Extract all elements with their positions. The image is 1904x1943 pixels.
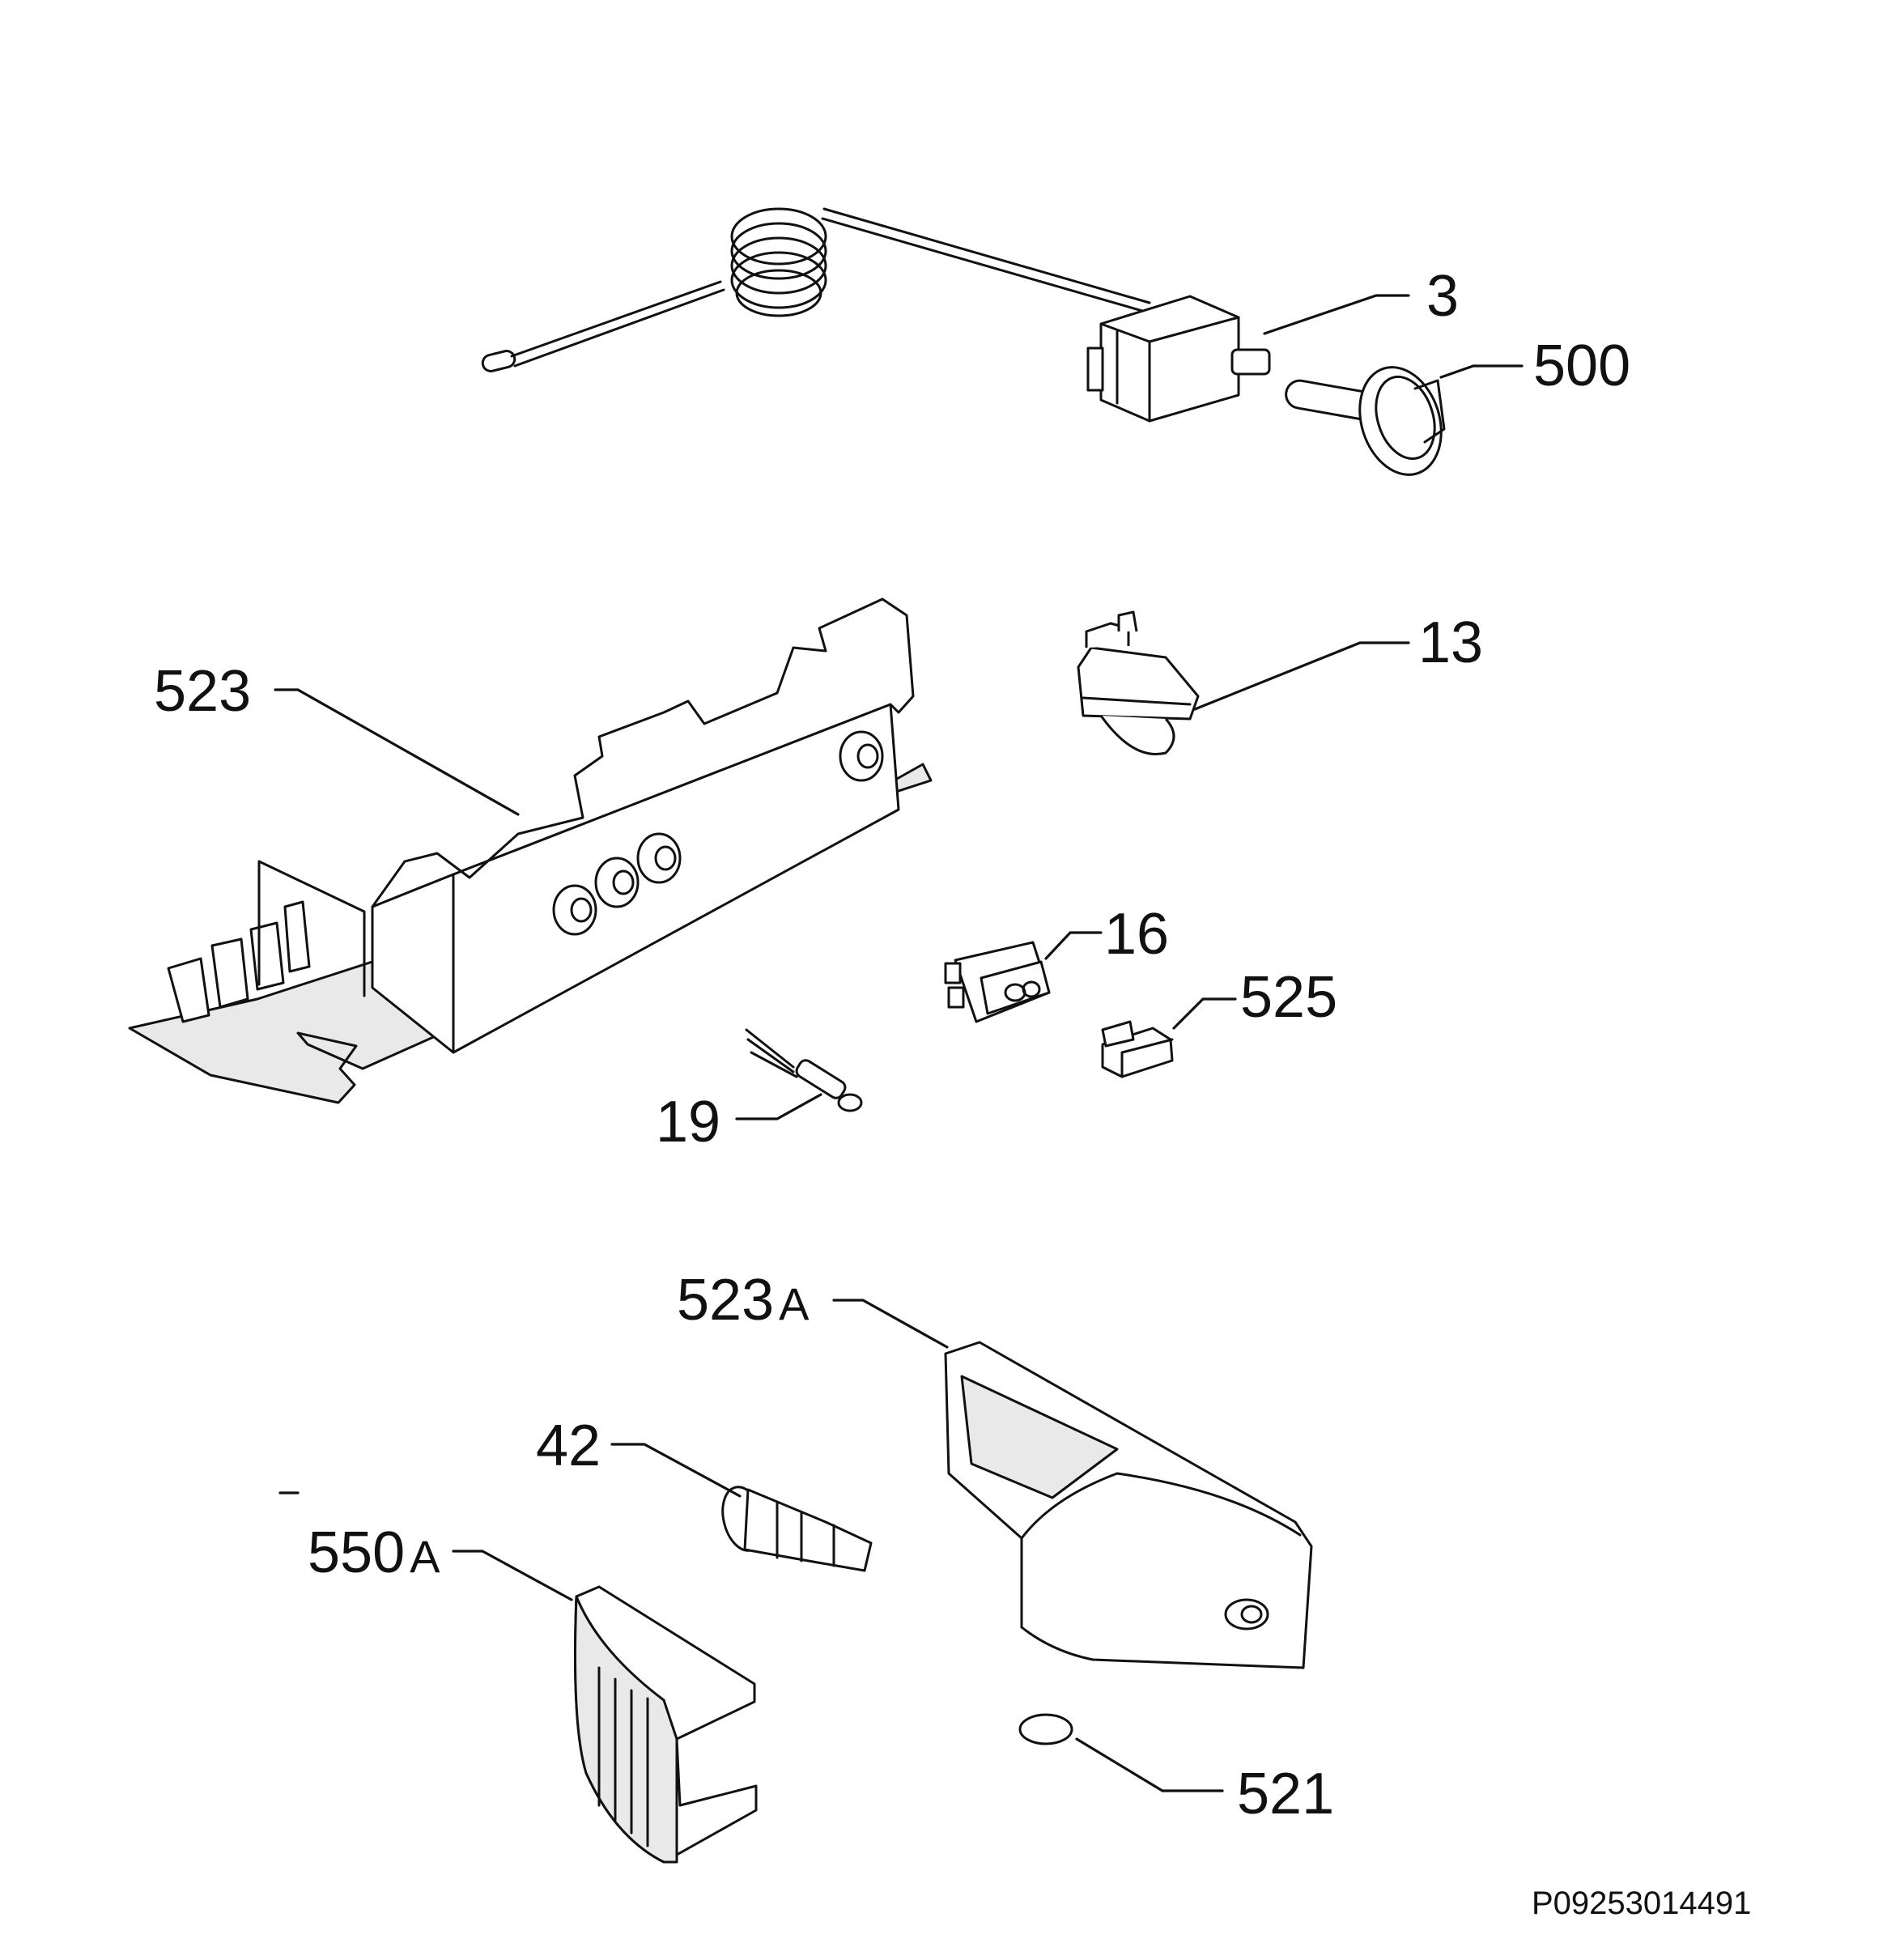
- callout-500: 500: [1533, 334, 1630, 398]
- callout-3: 3: [1426, 264, 1459, 329]
- callout-523a-suffix: A: [779, 1278, 810, 1329]
- callout-521: 521: [1237, 1762, 1334, 1826]
- part-o-ring: [1018, 1713, 1073, 1745]
- callout-550a-suffix: A: [410, 1531, 440, 1582]
- callout-525: 525: [1240, 965, 1337, 1030]
- part-small-cover: [1101, 1020, 1174, 1078]
- part-lamp-holder: [721, 1486, 873, 1572]
- callout-16: 16: [1104, 902, 1169, 967]
- part-lamp-cover: [944, 1341, 1313, 1669]
- part-thermostat: [481, 207, 1271, 423]
- part-wired-sensor: [745, 1028, 863, 1112]
- part-push-switch: [1077, 610, 1200, 755]
- part-knob: [1285, 366, 1446, 476]
- callout-523a-number: 523: [677, 1268, 774, 1333]
- reference-code: P09253014491: [1532, 1886, 1751, 1921]
- callout-13: 13: [1418, 610, 1483, 675]
- callout-550a-number: 550: [308, 1520, 405, 1585]
- callout-19: 19: [656, 1090, 720, 1154]
- part-control-housing: [128, 597, 933, 1104]
- part-rocker-switch: [944, 941, 1051, 1023]
- callout-42: 42: [536, 1414, 601, 1478]
- part-end-cap: [574, 1585, 758, 1864]
- leader-lines: [274, 294, 1524, 1792]
- callout-523: 523: [154, 659, 251, 724]
